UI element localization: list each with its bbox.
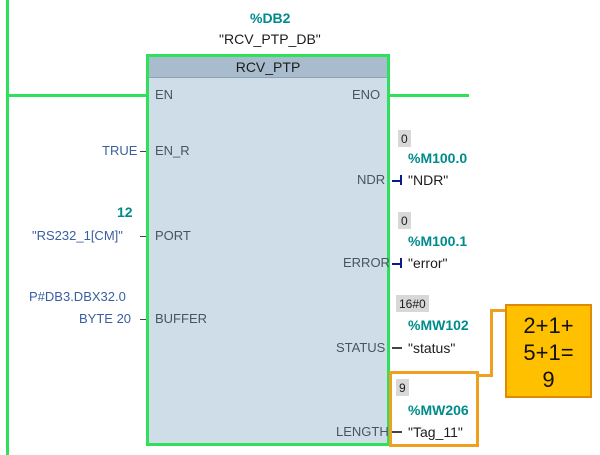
annotation-line3: 9 [542,367,555,392]
instance-db-address: %DB2 [250,10,291,26]
annotation-connector-top [490,309,506,312]
error-monitor-value: 0 [398,212,411,229]
pin-error: ERROR [343,255,390,270]
length-highlight-box [389,371,479,447]
port-tag: "RS232_1[CM]" [32,228,123,243]
ndr-tag: "NDR" [408,172,449,188]
pin-en-r: EN_R [155,143,190,158]
error-address: %M100.1 [408,233,468,249]
instance-db-name: "RCV_PTP_DB" [219,31,321,47]
rung-wire-en [9,94,147,97]
buffer-value-line1: P#DB3.DBX32.0 [29,289,126,304]
error-wire [392,263,402,265]
pin-port: PORT [155,228,191,243]
length-wire [392,431,402,433]
status-address: %MW102 [408,317,469,333]
error-wire-tick [400,258,402,268]
length-address: %MW206 [408,402,469,418]
ndr-monitor-value: 0 [398,130,411,147]
port-value: 12 [117,204,133,220]
length-tag: "Tag_11" [408,424,463,440]
en-r-value: TRUE [102,143,138,158]
error-tag: "error" [408,255,448,271]
annotation-line1: 2+1+ [523,313,574,338]
ndr-wire-tick [400,175,402,185]
ndr-address: %M100.0 [408,150,468,166]
en-r-wire [140,151,146,152]
rung-wire-eno [389,94,469,97]
length-monitor-value: 9 [396,379,409,396]
ndr-wire [392,180,402,182]
pin-buffer: BUFFER [155,311,207,326]
pin-length: LENGTH [336,424,389,439]
port-wire [140,236,146,237]
function-block-header [149,57,387,78]
function-block-title: RCV_PTP [235,59,301,75]
status-wire [392,347,402,349]
pin-en: EN [155,87,174,102]
annotation-connector-bottom [479,374,493,377]
buffer-value-line2: BYTE 20 [79,311,132,326]
annotation-connector-vertical [490,309,493,376]
function-block[interactable]: RCV_PTP [146,54,390,446]
status-tag: "status" [408,340,456,356]
annotation-line2: 5+1= [523,340,574,365]
left-power-rail [6,0,9,455]
pin-eno: ENO [352,87,381,102]
pin-status: STATUS [336,340,386,355]
pin-ndr: NDR [357,172,386,187]
buffer-wire [140,319,146,320]
annotation-box [505,304,592,398]
status-monitor-value: 16#0 [396,295,429,312]
